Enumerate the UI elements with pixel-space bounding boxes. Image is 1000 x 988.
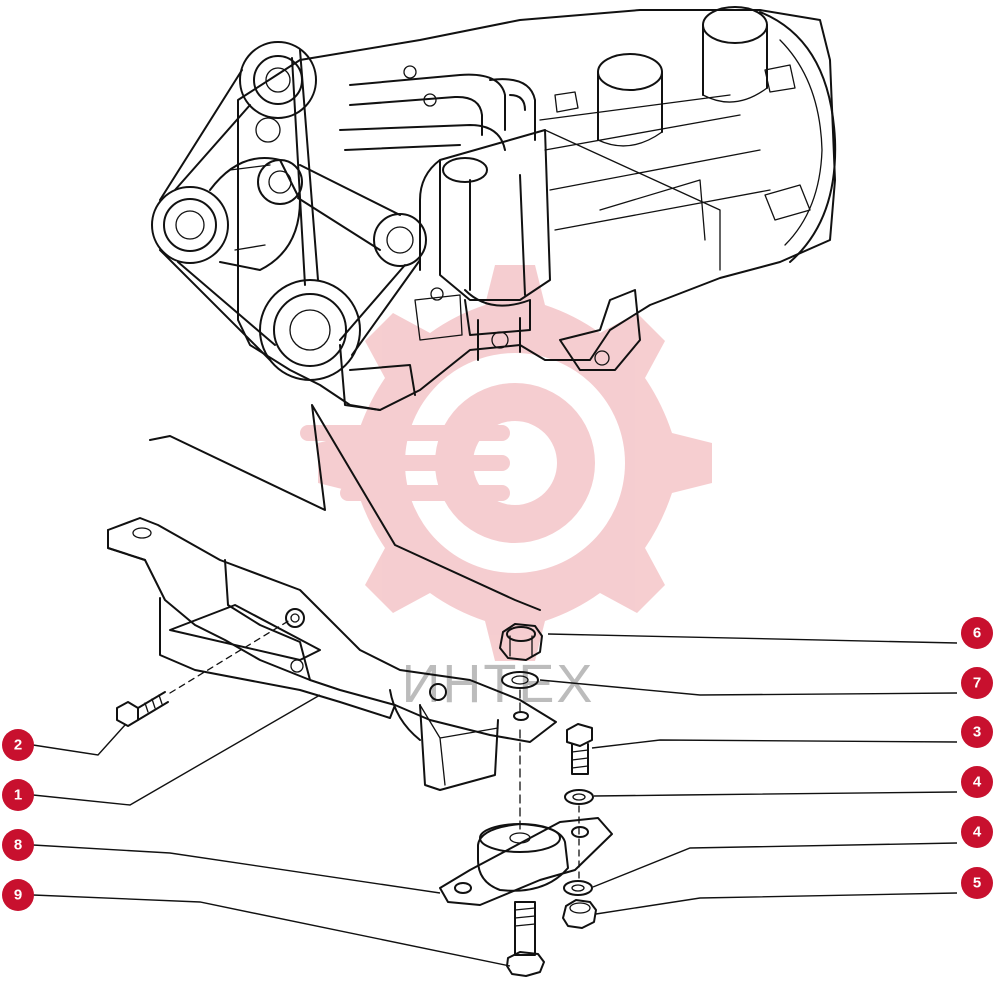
- washer-4-lower: [563, 880, 593, 896]
- callout-4-upper-label: 4: [973, 774, 982, 791]
- callout-1[interactable]: 1: [2, 779, 34, 811]
- nut-6: [499, 623, 543, 661]
- callout-8[interactable]: 8: [2, 829, 34, 861]
- leader-lines: [32, 633, 958, 967]
- callout-6-label: 6: [973, 625, 981, 642]
- bolt-2: [116, 619, 291, 727]
- callout-2[interactable]: 2: [2, 729, 34, 761]
- bolt-3: [566, 723, 593, 775]
- bolt-9: [506, 901, 545, 977]
- callout-3-label: 3: [973, 724, 981, 741]
- callout-5-label: 5: [973, 875, 981, 892]
- callout-4-lower[interactable]: 4: [961, 816, 993, 848]
- watermark-gear-icon: [300, 265, 712, 661]
- washer-4-upper: [564, 789, 594, 805]
- engine-assembly: [151, 6, 837, 411]
- mount-location-line: [149, 404, 541, 611]
- callout-3[interactable]: 3: [961, 716, 993, 748]
- callout-9[interactable]: 9: [2, 879, 34, 911]
- rubber-mount-8: [439, 817, 613, 906]
- callout-5[interactable]: 5: [961, 867, 993, 899]
- callout-4-upper[interactable]: 4: [961, 766, 993, 798]
- callout-7-label: 7: [973, 675, 981, 692]
- callout-7[interactable]: 7: [961, 667, 993, 699]
- callout-2-label: 2: [14, 737, 22, 754]
- drive-belts: [159, 49, 421, 361]
- callout-1-label: 1: [14, 787, 22, 804]
- watermark-text: ИНТЕХ: [402, 654, 595, 714]
- watermark-gear-hole: [473, 421, 557, 505]
- callout-4-lower-label: 4: [973, 824, 982, 841]
- callout-8-label: 8: [14, 837, 22, 854]
- washer-7: [501, 671, 539, 689]
- callout-9-label: 9: [14, 887, 22, 904]
- callout-6[interactable]: 6: [961, 617, 993, 649]
- nut-5: [562, 899, 597, 929]
- mount-bracket: [107, 517, 557, 791]
- watermark-speed-lines: [300, 425, 510, 501]
